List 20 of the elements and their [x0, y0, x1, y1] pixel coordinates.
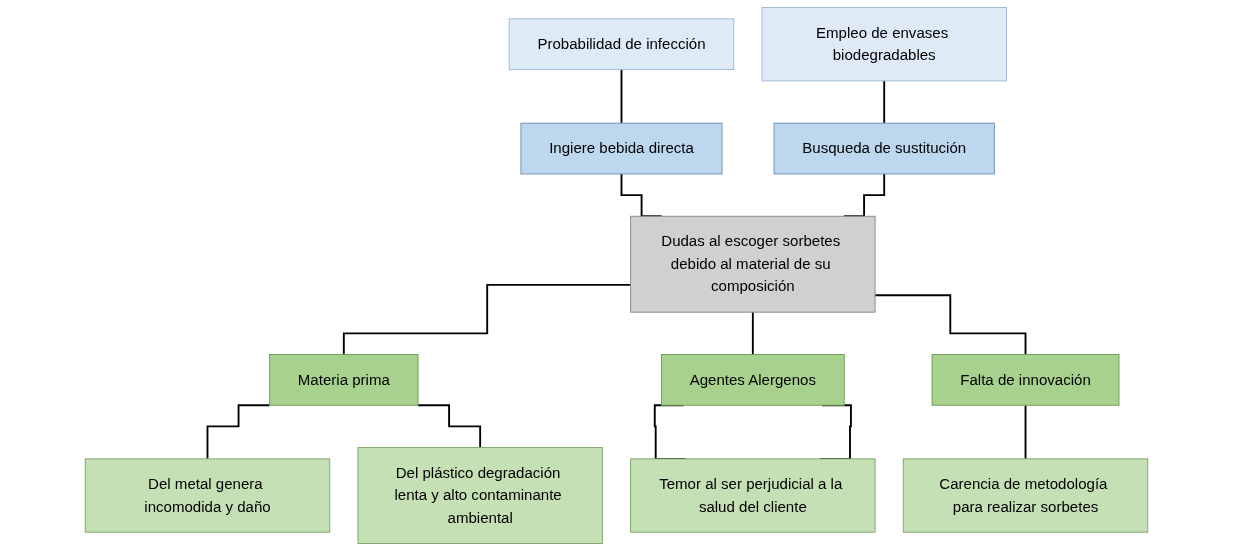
node-box: Del metal genera incomodida y daño — [84, 458, 331, 533]
connector — [874, 294, 1027, 356]
node-box: Busqueda de sustitución — [773, 122, 995, 175]
node-box: Ingiere bebida directa — [520, 122, 723, 175]
node-box: Agentes Alergenos — [661, 354, 845, 406]
node-box: Temor al ser perjudicial a la salud del cliente — [630, 458, 876, 533]
connector — [206, 404, 271, 460]
connector — [1024, 404, 1027, 460]
node-box: Dudas al escoger sorbetes debido al material de su composición — [630, 215, 876, 313]
connector — [342, 283, 632, 356]
node-box: Carencia de metodología para realizar sorbetes — [902, 458, 1149, 533]
node-box: Del plástico degradación lenta y alto contaminante ambiental — [357, 447, 603, 544]
node-box: Empleo de envases biodegradables — [761, 7, 1007, 82]
connector — [751, 311, 754, 356]
node-box: Probabilidad de infección — [508, 18, 735, 71]
connector — [417, 404, 482, 449]
node-box: Materia prima — [269, 354, 419, 406]
node-box: Falta de innovación — [931, 354, 1120, 406]
connector — [620, 68, 623, 125]
connector — [883, 79, 886, 125]
